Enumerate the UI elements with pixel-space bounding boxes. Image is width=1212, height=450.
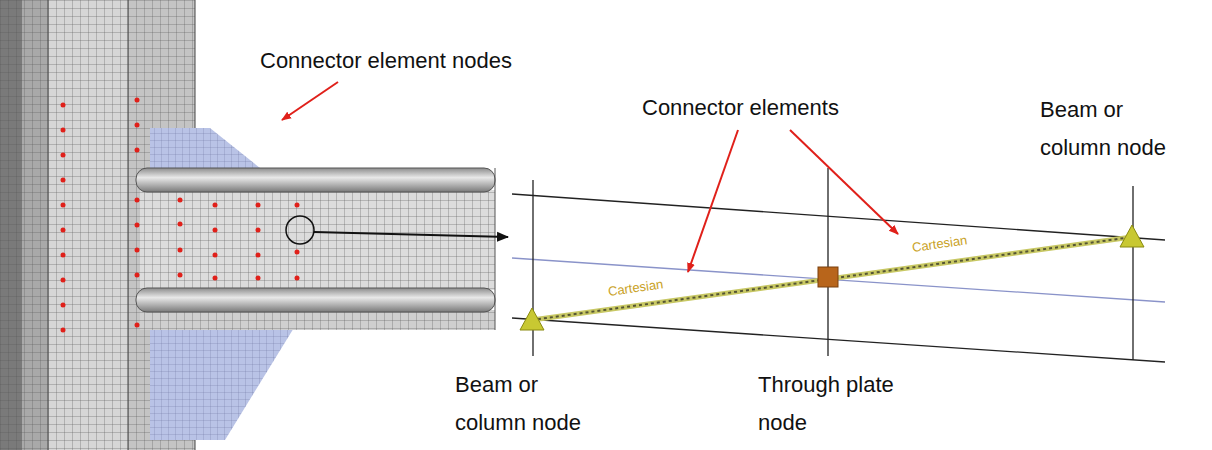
illustration-part [512,318,1165,362]
illustration-part [256,276,261,281]
illustration-part [295,203,300,208]
illustration-part [213,276,218,281]
callout-arrow [282,82,338,120]
illustration-part [295,250,300,255]
illustration-part [61,278,66,283]
illustration-part [135,148,140,153]
illustration-part [178,222,183,227]
connector-type-label: Cartesian [911,232,968,255]
callout-arrow [688,130,738,272]
illustration-part [135,198,140,203]
illustration-part [135,98,140,103]
illustration-part [178,273,183,278]
illustration-part [512,194,1165,240]
illustration-part [135,273,140,278]
illustration-part [61,328,66,333]
illustration-part [136,288,495,312]
illustration-part [178,248,183,253]
callout-label: Beam or column node [1040,91,1175,167]
illustration-part [135,323,140,328]
illustration-part [256,253,261,258]
illustration-part [1132,186,1133,360]
connector-line [532,237,1132,320]
connector-type-label: Cartesian [607,276,664,299]
connector-line-dash [532,237,1132,320]
illustration-part [61,178,66,183]
callout-arrow [790,130,898,234]
illustration-part [140,190,495,290]
illustration-part [213,228,218,233]
illustration-part [827,168,828,356]
illustration-part [61,253,66,258]
connector-dots [61,98,300,333]
zoom-arrow [314,232,508,237]
magnifier-circle [286,216,314,244]
illustration-part [178,198,183,203]
illustration-part [135,123,140,128]
illustration-part [140,310,495,330]
beam-mesh [136,168,495,330]
illustration-part [295,276,300,281]
illustration-part [61,303,66,308]
illustration-part [61,103,66,108]
illustration-part [48,0,49,450]
illustration-part [128,0,129,450]
illustration-part [256,203,261,208]
illustration-part [213,203,218,208]
callout-label: Connector element nodes [260,48,512,74]
illustration-part [512,258,1165,302]
illustration-part [61,228,66,233]
illustration-part [495,168,496,330]
illustration-part [135,223,140,228]
illustration-part [136,168,495,192]
callout-label: Connector elements [642,95,839,121]
illustration-part [61,153,66,158]
illustration-part [61,203,66,208]
node-triangle [1120,225,1144,247]
illustration-part [140,310,495,330]
illustration-part [135,248,140,253]
callout-label: Beam or column node [455,366,590,442]
node-triangle [520,308,544,330]
illustration-part [61,128,66,133]
illustration-part [256,228,261,233]
plate-node-square [818,267,838,287]
detail-grid [512,168,1165,362]
callout-label: Through plate node [758,366,908,442]
illustration-part [213,253,218,258]
illustration-part [140,190,495,290]
